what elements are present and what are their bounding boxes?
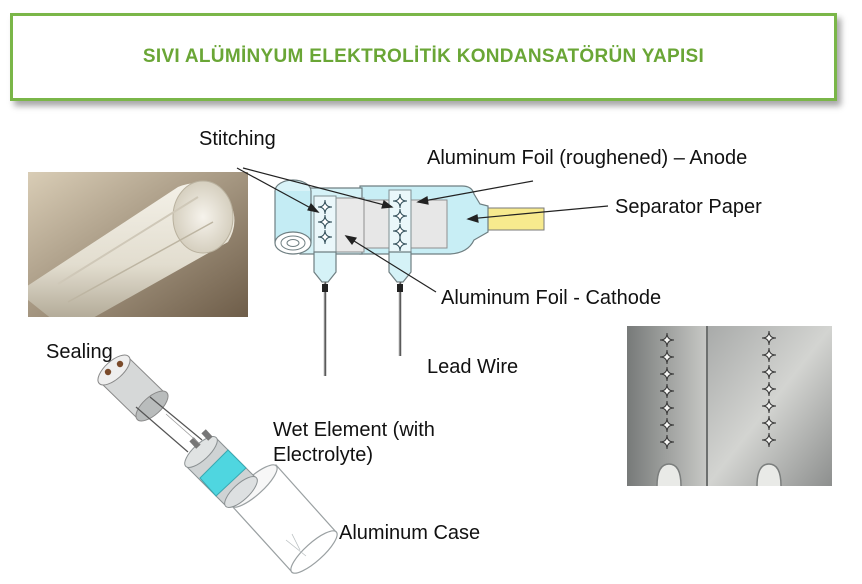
label-cathode-foil: Aluminum Foil - Cathode (441, 287, 662, 309)
stitch-mark (659, 400, 675, 416)
label-aluminum-case: Aluminum Case (339, 522, 481, 544)
title-banner: SIVI ALÜMİNYUM ELEKTROLİTİK KONDANSATÖRÜ… (10, 13, 837, 101)
label-wet-element: Wet Element (with Electrolyte) (273, 419, 435, 466)
foil-roll-end (274, 231, 312, 255)
page-title: SIVI ALÜMİNYUM ELEKTROLİTİK KONDANSATÖRÜ… (142, 46, 705, 67)
sealing-plug (97, 354, 169, 422)
stitch-mark (392, 193, 408, 209)
stitch-mark (761, 381, 777, 397)
stitch-mark (317, 199, 333, 215)
lead-tab-left (313, 251, 337, 283)
stitch-mark (317, 229, 333, 245)
stitch-mark (761, 432, 777, 448)
stitch-mark (659, 366, 675, 382)
stitch-mark (392, 236, 408, 252)
stitch-mark (761, 330, 777, 346)
label-separator-paper: Separator Paper (615, 196, 762, 218)
stitch-mark (392, 208, 408, 224)
lead-tab-right (388, 251, 412, 283)
stitch-mark (659, 332, 675, 348)
stitch-mark (659, 383, 675, 399)
wet-element (184, 429, 258, 508)
stitch-mark (317, 214, 333, 230)
stitch-mark (761, 347, 777, 363)
stitch-mark (761, 364, 777, 380)
stitch-mark (659, 434, 675, 450)
leader-lines (236, 167, 609, 293)
stitch-column-left (659, 332, 675, 450)
label-lead-wire: Lead Wire (427, 356, 519, 378)
stitch-mark (761, 415, 777, 431)
stitch-mark (761, 398, 777, 414)
rolled-element-photo (28, 172, 248, 317)
label-stitching: Stitching (199, 128, 276, 150)
separator-paper-strip (487, 207, 545, 231)
label-anode-foil: Aluminum Foil (roughened) – Anode (427, 147, 748, 169)
stitch-column-right (761, 330, 777, 448)
label-sealing: Sealing (46, 341, 113, 363)
stitch-mark (659, 417, 675, 433)
stitch-mark (659, 349, 675, 365)
stitching-closeup-photo (627, 326, 832, 486)
diagram-stitch-marks (317, 193, 408, 252)
